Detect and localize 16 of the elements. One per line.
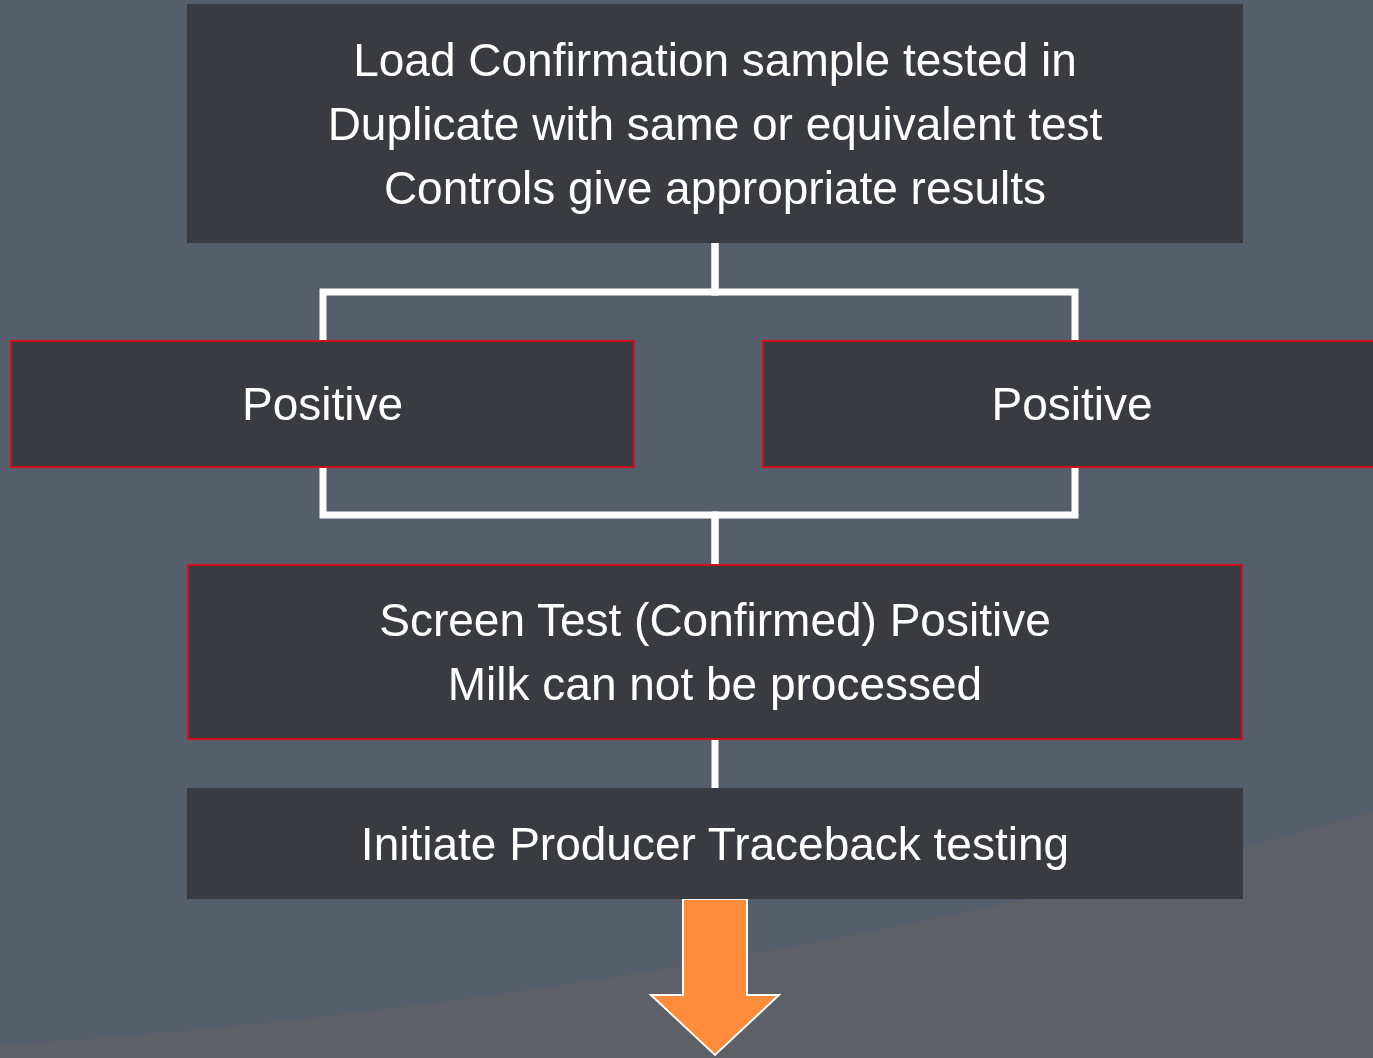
box-text: Positive (241, 377, 404, 432)
box-text: Positive (991, 377, 1153, 432)
box-text: Screen Test (Confirmed) Positive (379, 593, 1051, 648)
box-text: Milk can not be processed (447, 657, 983, 712)
process-box (187, 788, 1243, 899)
process-box (187, 564, 1243, 740)
connector-line (711, 468, 1079, 564)
connector-line (711, 740, 719, 788)
process-box (762, 340, 1373, 468)
box-text: Controls give appropriate results (383, 160, 1047, 216)
box-text: Load Confirmation sample tested in Duplicate with same or equivalent test (326, 32, 1104, 152)
process-box (187, 4, 1243, 243)
process-box (10, 340, 635, 468)
box-text: Initiate Producer Traceback testing (360, 816, 1070, 872)
connector-line (711, 243, 1079, 340)
block-arrow (648, 898, 782, 1057)
